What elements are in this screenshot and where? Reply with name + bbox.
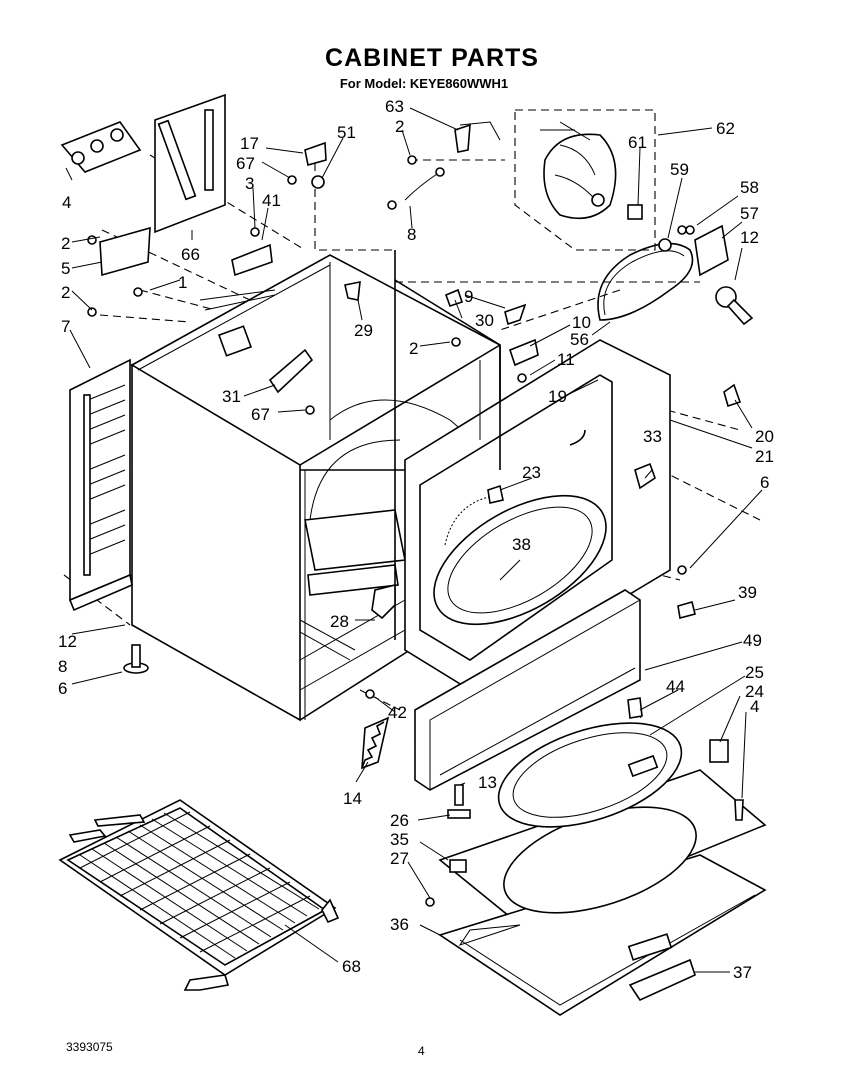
callout-24: 24 xyxy=(745,682,764,701)
side-panel xyxy=(68,358,133,612)
callout-19: 19 xyxy=(548,387,567,406)
callout-49: 49 xyxy=(743,631,762,650)
rear-frame xyxy=(394,250,501,640)
callout-1: 1 xyxy=(178,273,187,292)
callout-33: 33 xyxy=(643,427,662,446)
callout-13: 13 xyxy=(478,773,497,792)
callout-31: 31 xyxy=(222,387,241,406)
callout-58: 58 xyxy=(740,178,759,197)
callout-39: 39 xyxy=(738,583,757,602)
callout-3: 3 xyxy=(245,174,254,193)
callout-26: 26 xyxy=(390,811,409,830)
callout-51: 51 xyxy=(337,123,356,142)
callout-59: 59 xyxy=(670,160,689,179)
callout-10: 10 xyxy=(572,313,591,332)
callout-56: 56 xyxy=(570,330,589,349)
model-subtitle: For Model: KEYE860WWH1 xyxy=(339,76,509,91)
cabinet-shell xyxy=(130,254,501,722)
callout-21: 21 xyxy=(755,447,774,466)
callout-62: 62 xyxy=(716,119,735,138)
leader-lines xyxy=(65,107,763,973)
callout-38: 38 xyxy=(512,535,531,554)
callout-4: 4 xyxy=(750,697,759,716)
callout-2: 2 xyxy=(409,339,418,358)
drum-belt xyxy=(597,242,694,321)
callout-12: 12 xyxy=(58,632,77,651)
leveling-leg xyxy=(123,644,149,674)
callout-8: 8 xyxy=(407,225,416,244)
callout-17: 17 xyxy=(240,134,259,153)
callout-61: 61 xyxy=(628,133,647,152)
callout-67: 67 xyxy=(251,405,270,424)
callout-67: 67 xyxy=(236,154,255,173)
callout-30: 30 xyxy=(475,311,494,330)
page-title: CABINET PARTS xyxy=(325,44,539,72)
callout-25: 25 xyxy=(745,663,764,682)
callout-29: 29 xyxy=(354,321,373,340)
callout-44: 44 xyxy=(666,677,685,696)
door-assembly xyxy=(438,722,767,1016)
callout-35: 35 xyxy=(390,830,409,849)
callout-12: 12 xyxy=(740,228,759,247)
idler-parts xyxy=(658,224,754,326)
callout-14: 14 xyxy=(343,789,362,808)
screws xyxy=(87,155,687,907)
callout-23: 23 xyxy=(522,463,541,482)
callout-66: 66 xyxy=(181,245,200,264)
callout-27: 27 xyxy=(390,849,409,868)
page-number: 4 xyxy=(418,1044,425,1058)
callout-11: 11 xyxy=(557,350,575,369)
spring xyxy=(361,721,385,769)
callout-2: 2 xyxy=(395,117,404,136)
callout-63: 63 xyxy=(385,97,404,116)
callout-36: 36 xyxy=(390,915,409,934)
callout-6: 6 xyxy=(58,679,67,698)
callout-37: 37 xyxy=(733,963,752,982)
callout-42: 42 xyxy=(388,703,407,722)
small-hardware xyxy=(60,93,744,821)
drying-rack xyxy=(58,799,340,991)
callout-5: 5 xyxy=(61,259,70,278)
callout-labels: 63 2 62 61 17 51 67 3 41 4 66 2 5 2 1 7 … xyxy=(58,97,774,982)
callout-7: 7 xyxy=(61,317,70,336)
document-number: 3393075 xyxy=(66,1040,113,1054)
toe-panel xyxy=(414,589,641,791)
callout-2: 2 xyxy=(61,283,70,302)
callout-2: 2 xyxy=(61,234,70,253)
callout-6: 6 xyxy=(760,473,769,492)
callout-41: 41 xyxy=(262,191,281,210)
callout-57: 57 xyxy=(740,204,759,223)
callout-9: 9 xyxy=(464,287,473,306)
callout-8: 8 xyxy=(58,657,67,676)
callout-20: 20 xyxy=(755,427,774,446)
motor-assembly xyxy=(514,109,656,251)
callout-28: 28 xyxy=(330,612,349,631)
callout-68: 68 xyxy=(342,957,361,976)
callout-4: 4 xyxy=(62,193,71,212)
